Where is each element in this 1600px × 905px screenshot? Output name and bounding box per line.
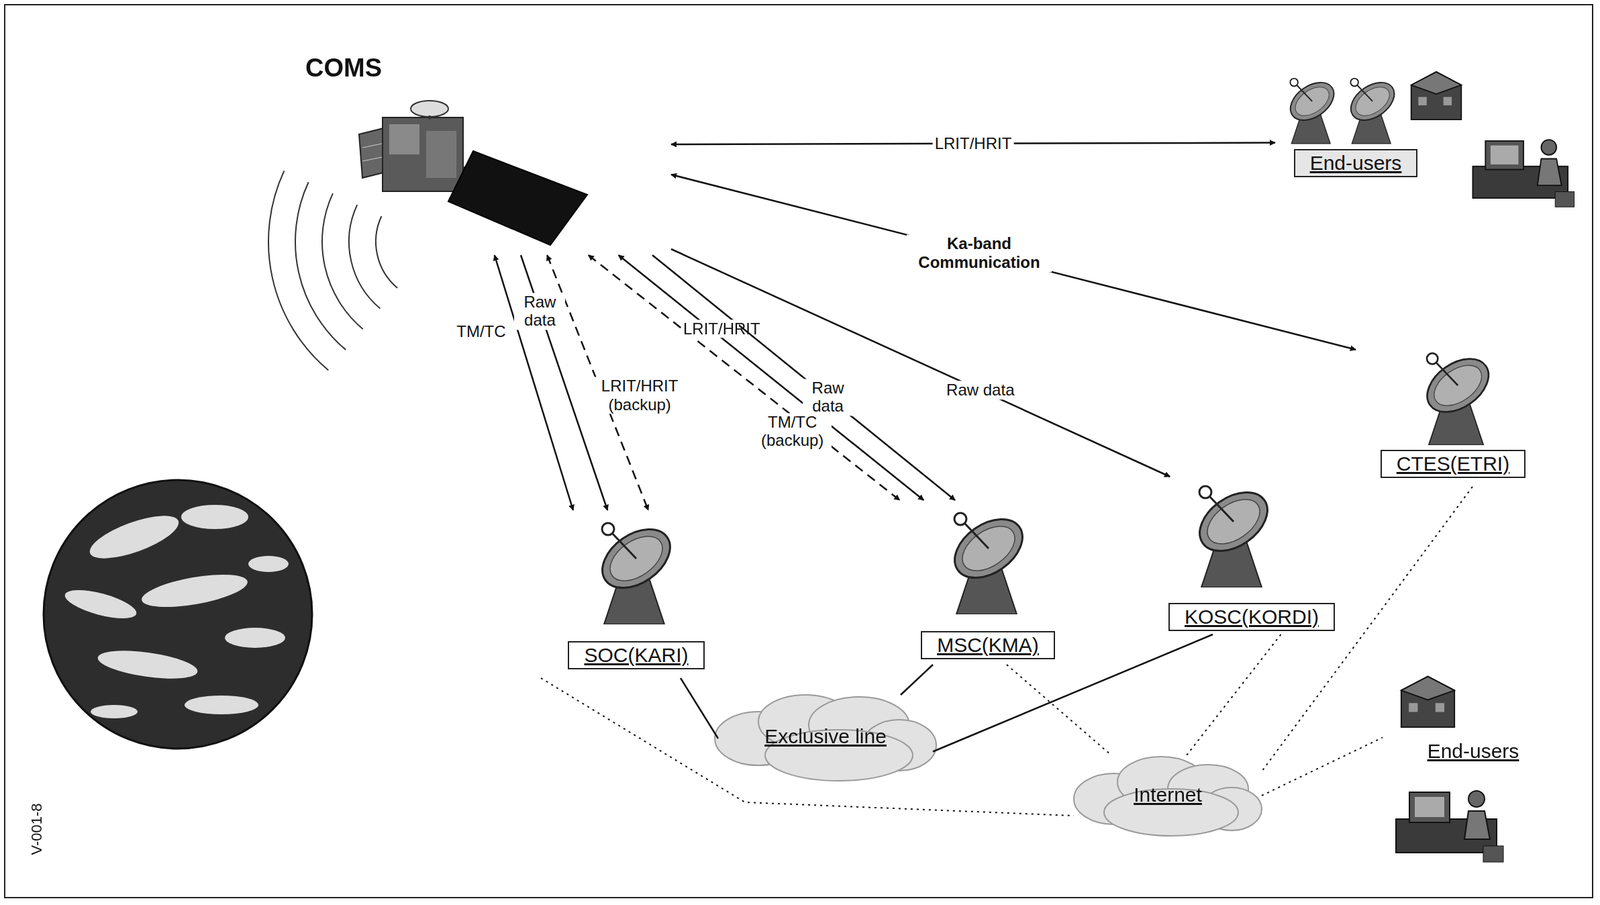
link-label: Raw data xyxy=(944,380,1017,400)
data-link xyxy=(494,255,574,511)
link-label: Ka-band Communication xyxy=(906,234,1052,272)
radio-wave xyxy=(295,181,346,350)
radio-wave xyxy=(348,204,380,309)
link-label: Raw data xyxy=(514,292,566,330)
internet-link xyxy=(1006,664,1112,756)
node-label: CTES(ETRI) xyxy=(1380,449,1526,478)
internet-link xyxy=(1186,634,1282,756)
network-cloud: Internet xyxy=(1073,755,1262,836)
radio-wave xyxy=(268,170,329,370)
station-box: CTES(ETRI) xyxy=(1355,342,1551,487)
radio-wave xyxy=(375,216,398,288)
node-label: End-users xyxy=(1427,739,1520,763)
link-label: LRIT/HRIT xyxy=(932,134,1015,154)
node-label: MSC(KMA) xyxy=(920,630,1056,660)
radio-wave xyxy=(322,193,364,329)
station-box: KOSC(KORDI) xyxy=(1154,476,1349,635)
node-label: KOSC(KORDI) xyxy=(1168,602,1335,631)
internet-link xyxy=(1261,737,1383,796)
node-label: End-users xyxy=(1293,148,1419,178)
link-label: TM/TC xyxy=(454,322,508,341)
data-link xyxy=(652,255,956,500)
data-link xyxy=(680,677,719,739)
station-box: MSC(KMA) xyxy=(895,500,1081,665)
network-cloud: Exclusive line xyxy=(718,694,933,782)
link-label: TM/TC (backup) xyxy=(753,412,832,450)
satellite-node: COMS xyxy=(295,53,672,256)
link-label: LRIT/HRIT xyxy=(681,319,739,339)
user-group: End-users xyxy=(1382,664,1551,873)
node-label: Internet xyxy=(1133,783,1203,807)
link-label: LRIT/HRIT (backup) xyxy=(587,376,692,414)
node-label: Exclusive line xyxy=(764,724,887,748)
data-link xyxy=(671,174,1356,350)
internet-link xyxy=(540,677,1074,816)
station-box: SOC(KARI) xyxy=(530,510,745,678)
figure-code: V-001-8 xyxy=(28,802,46,855)
data-link xyxy=(671,248,1170,477)
node-label: COMS xyxy=(305,53,382,83)
user-box: End-users xyxy=(1275,63,1584,225)
node-label: SOC(KARI) xyxy=(567,640,705,670)
data-link xyxy=(900,664,933,695)
link-label: Raw data xyxy=(802,378,854,416)
